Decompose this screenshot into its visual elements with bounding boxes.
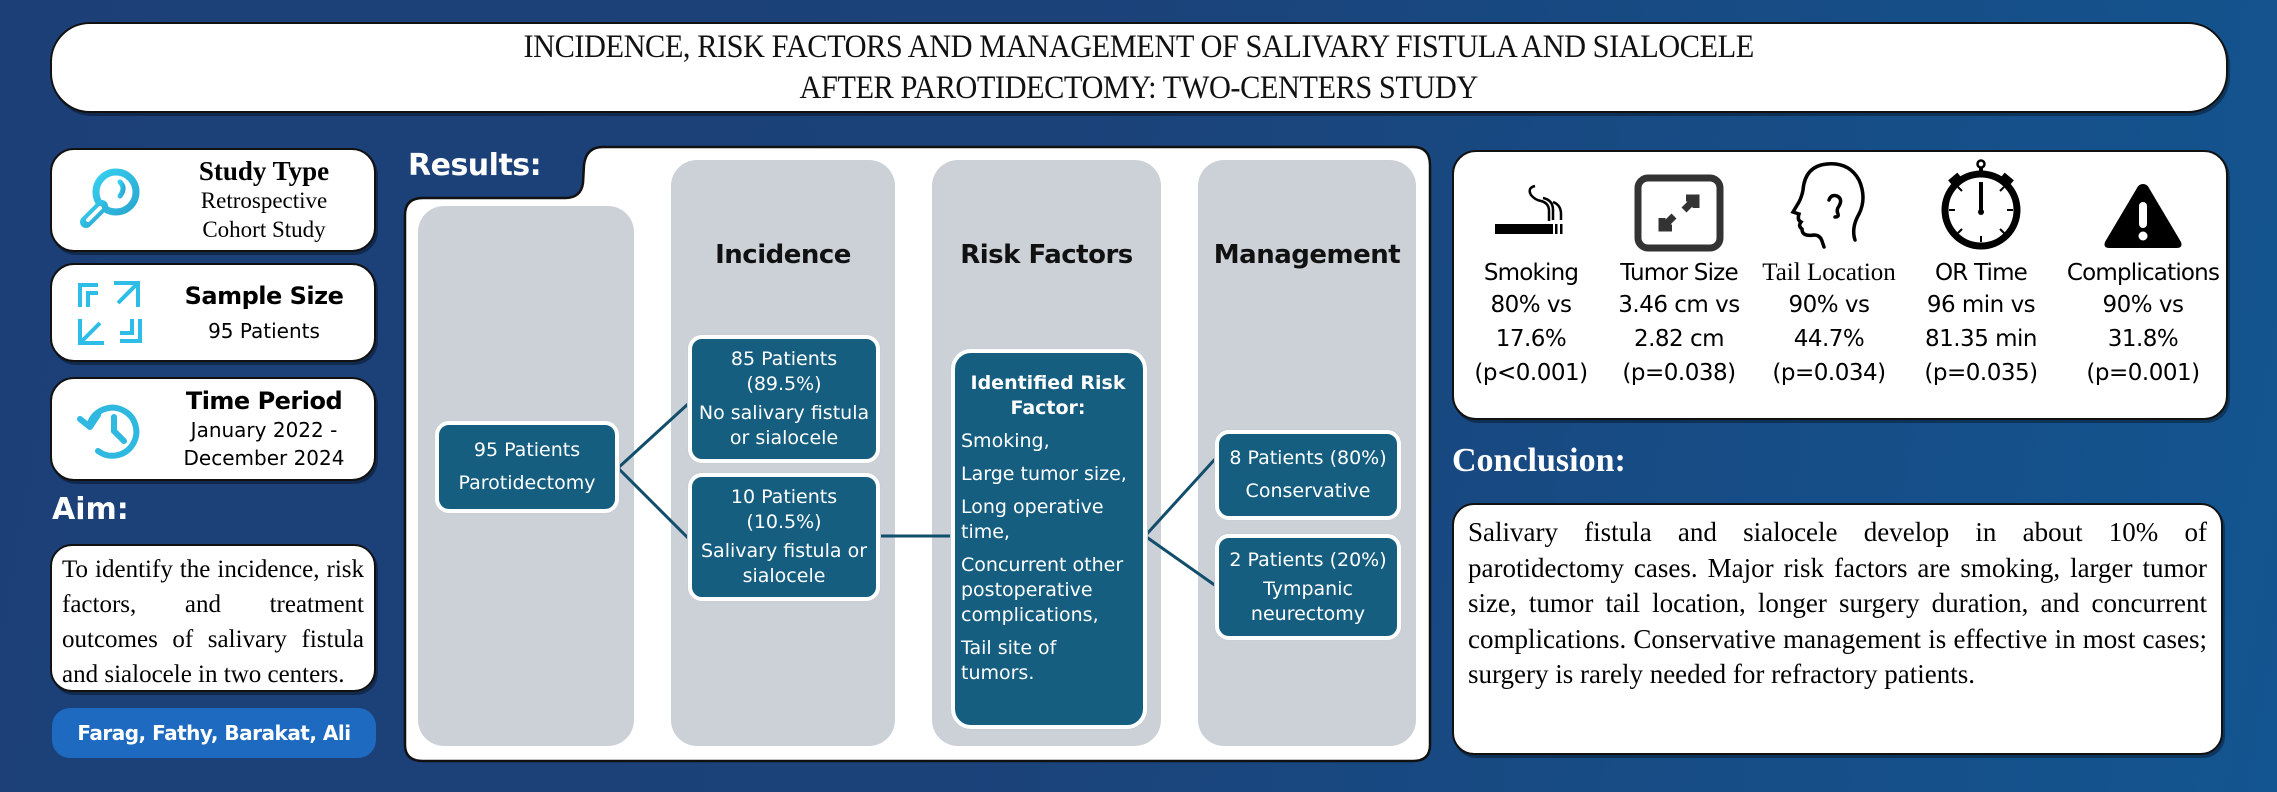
aim-box: To identify the incidence, risk factors,…	[50, 544, 376, 692]
title-bar: INCIDENCE, RISK FACTORS AND MANAGEMENT O…	[50, 22, 2228, 113]
stat-name: Tumor Size	[1620, 260, 1738, 286]
stat-p-value: (p<0.001)	[1474, 360, 1588, 386]
incidence-label: Salivary fistula or sialocele	[701, 540, 867, 587]
incidence-box-no-fistula: 85 Patients (89.5%) No salivary fistula …	[688, 335, 880, 463]
root-box: 95 Patients Parotidectomy	[435, 421, 619, 513]
stat-value-1: 90% vs	[2102, 292, 2184, 318]
time-period-line-2: December 2024	[183, 446, 345, 470]
stat-p-value: (p=0.001)	[2086, 360, 2200, 386]
resize-icon	[1604, 170, 1754, 252]
stat-value-2: 2.82 cm	[1633, 326, 1725, 352]
stat-p-value: (p=0.035)	[1924, 360, 2038, 386]
sample-size-card: Sample Size 95 Patients	[50, 263, 376, 362]
risk-factor-item: Large tumor size,	[961, 463, 1127, 485]
root-label: Parotidectomy	[458, 472, 596, 494]
management-label: Conservative	[1245, 480, 1371, 502]
head-ear-icon	[1754, 162, 1904, 252]
stat-name: Smoking	[1483, 260, 1579, 286]
title-line-2: AFTER PAROTIDECTOMY: TWO-CENTERS STUDY	[799, 69, 1479, 106]
warning-icon	[2058, 170, 2228, 252]
incidence-count: 85 Patients	[730, 348, 838, 370]
study-type-line-2: Cohort Study	[202, 217, 326, 242]
time-period-line-1: January 2022 -	[190, 418, 338, 442]
stat-smoking: Smoking 80% vs 17.6% (p<0.001)	[1456, 170, 1606, 390]
stat-p-value: (p=0.038)	[1622, 360, 1736, 386]
stat-complications: Complications 90% vs 31.8% (p=0.001)	[2058, 170, 2228, 390]
management-box-neurectomy: 2 Patients (20%) Tympanic neurectomy	[1215, 534, 1401, 640]
stat-name: OR Time	[1934, 260, 2028, 286]
conclusion-heading: Conclusion:	[1452, 442, 1626, 479]
management-count: 8 Patients (80%)	[1229, 447, 1387, 469]
stat-value-1: 90% vs	[1788, 292, 1870, 318]
incidence-box-fistula: 10 Patients (10.5%) Salivary fistula or …	[688, 473, 880, 601]
study-type-heading: Study Type	[198, 156, 330, 186]
incidence-pct: (89.5%)	[746, 373, 822, 395]
stat-name: Tail Location	[1762, 259, 1896, 286]
management-box-conservative: 8 Patients (80%) Conservative	[1215, 430, 1401, 520]
study-type-card: Study Type Retrospective Cohort Study	[50, 148, 376, 252]
stat-value-1: 96 min vs	[1926, 292, 2036, 318]
conclusion-text: Salivary fistula and sialocele develop i…	[1468, 517, 2207, 689]
stat-value-2: 81.35 min	[1924, 326, 2038, 352]
conclusion-box: Salivary fistula and sialocele develop i…	[1452, 503, 2223, 755]
stats-panel: Smoking 80% vs 17.6% (p<0.001) Tumor Siz…	[1452, 150, 2228, 420]
stopwatch-icon	[1906, 159, 2056, 252]
management-heading: Management	[1213, 240, 1401, 270]
stat-value-1: 3.46 cm vs	[1618, 292, 1740, 318]
stat-value-2: 44.7%	[1793, 326, 1865, 352]
risk-factors-title: Identified Risk Factor:	[970, 372, 1126, 419]
stat-value-2: 17.6%	[1495, 326, 1567, 352]
incidence-heading: Incidence	[715, 240, 851, 270]
stat-tail-location: Tail Location 90% vs 44.7% (p=0.034)	[1754, 162, 1904, 390]
authors-badge: Farag, Fathy, Barakat, Ali	[52, 708, 376, 758]
stat-name: Complications	[2066, 260, 2220, 286]
risk-factors-heading: Risk Factors	[960, 240, 1133, 270]
risk-factors-box: Identified Risk Factor: Smoking, Large t…	[951, 349, 1147, 729]
aim-text: To identify the incidence, risk factors,…	[62, 556, 364, 688]
stat-tumor-size: Tumor Size 3.46 cm vs 2.82 cm (p=0.038)	[1604, 170, 1754, 390]
time-period-heading: Time Period	[185, 387, 343, 415]
stat-or-time: OR Time 96 min vs 81.35 min (p=0.035)	[1906, 159, 2056, 390]
risk-factor-item: Smoking,	[961, 430, 1050, 452]
incidence-label: No salivary fistula or sialocele	[698, 402, 870, 449]
risk-factor-item: Tail site of tumors.	[961, 637, 1057, 684]
risk-factor-item: Long operative time,	[961, 496, 1104, 543]
sample-size-value: 95 Patients	[208, 318, 320, 343]
expand-arrows-icon	[74, 277, 146, 349]
cigarette-icon	[1456, 170, 1606, 252]
root-count: 95 Patients	[473, 439, 581, 461]
management-label: Tympanic neurectomy	[1250, 577, 1366, 625]
magnifier-icon	[74, 164, 146, 236]
stat-value-2: 31.8%	[2107, 326, 2179, 352]
aim-heading: Aim:	[52, 492, 129, 527]
title-line-1: INCIDENCE, RISK FACTORS AND MANAGEMENT O…	[523, 28, 1755, 65]
study-type-line-1: Retrospective	[200, 188, 328, 213]
stat-p-value: (p=0.034)	[1772, 360, 1886, 386]
results-heading: Results:	[408, 148, 542, 183]
history-clock-icon	[74, 393, 146, 465]
time-period-card: Time Period January 2022 - December 2024	[50, 377, 376, 481]
risk-factor-item: Concurrent other postoperative complicat…	[961, 554, 1124, 626]
results-panel-frame	[403, 145, 1432, 763]
sample-size-heading: Sample Size	[184, 281, 344, 310]
incidence-pct: (10.5%)	[746, 511, 822, 533]
results-panel: Incidence Risk Factors Management 95 Pat…	[403, 145, 1432, 763]
management-count: 2 Patients (20%)	[1229, 548, 1387, 571]
stat-value-1: 80% vs	[1490, 292, 1572, 318]
incidence-count: 10 Patients	[730, 486, 838, 508]
